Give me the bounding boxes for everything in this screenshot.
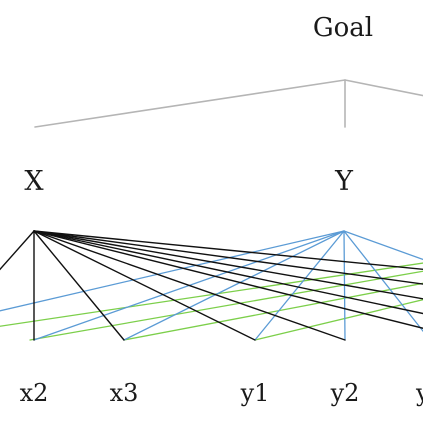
criterion-y-edge <box>123 230 345 341</box>
criterion-x-edge <box>0 230 35 271</box>
criterion-label-x: X <box>24 166 44 197</box>
criterion-x-edge <box>33 230 423 271</box>
alternative-label-x3: x3 <box>110 379 139 407</box>
criterion-y-edge <box>254 230 345 341</box>
criterion-y-edge <box>343 230 423 333</box>
goal-label: Goal <box>313 13 373 43</box>
criterion-x-edge <box>33 230 125 341</box>
secondary-link-edge <box>254 299 423 341</box>
criterion-x-edges <box>0 230 423 341</box>
secondary-link-edges <box>0 262 423 341</box>
secondary-link-edge <box>29 270 423 341</box>
criterion-y-edge <box>0 230 345 312</box>
criterion-label-y: Y <box>334 166 354 197</box>
goal-connector <box>34 79 423 128</box>
alternative-label-y3: y <box>415 379 423 407</box>
criterion-x-edge <box>33 230 423 300</box>
goal-connector-line-x <box>34 79 346 128</box>
criterion-x-edge <box>33 230 346 341</box>
criterion-x-edge <box>33 230 423 329</box>
alternative-label-y2: y2 <box>330 379 360 407</box>
criterion-x-edge <box>33 230 423 285</box>
criterion-y-edge <box>343 230 423 261</box>
criterion-x-edge <box>33 230 256 341</box>
criterion-x-edge <box>33 230 423 315</box>
alternative-label-y1: y1 <box>240 379 270 407</box>
alternative-label-x2: x2 <box>20 379 49 407</box>
criterion-y-edges <box>0 230 423 341</box>
secondary-link-edge <box>0 262 423 327</box>
goal-connector-line-offscreen <box>344 79 423 97</box>
